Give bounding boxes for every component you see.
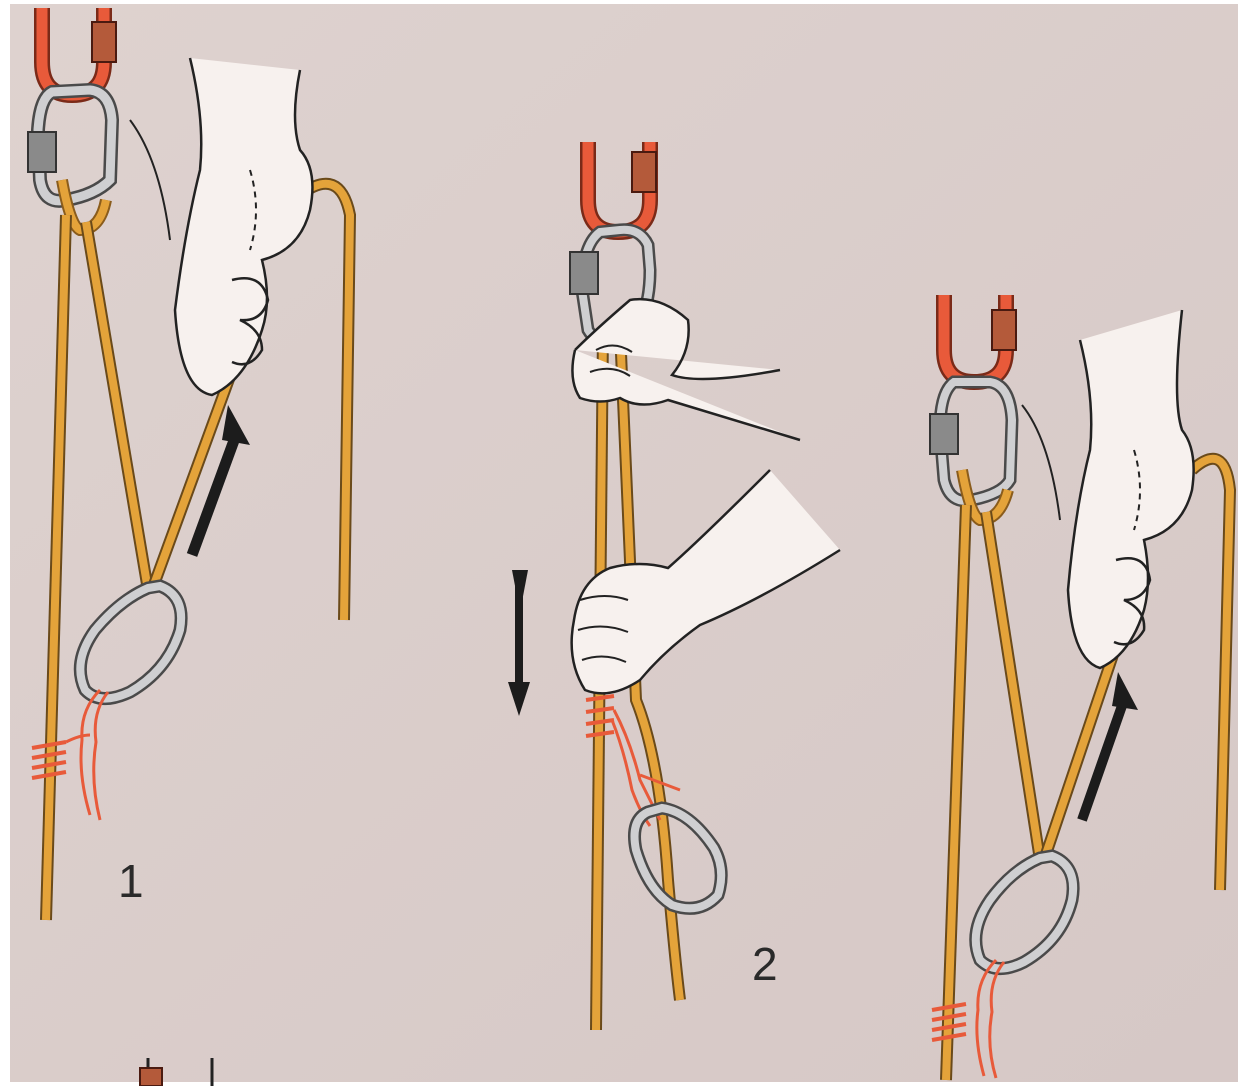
sling-sleeve xyxy=(92,22,116,62)
step-1-label: 1 xyxy=(118,855,144,907)
sling-sleeve xyxy=(140,1068,162,1086)
screw-gate xyxy=(930,414,958,454)
sling-sleeve xyxy=(992,310,1016,350)
sling-sleeve xyxy=(632,152,656,192)
step-2-label: 2 xyxy=(752,938,778,990)
screw-gate xyxy=(28,132,56,172)
screw-gate xyxy=(570,252,598,294)
